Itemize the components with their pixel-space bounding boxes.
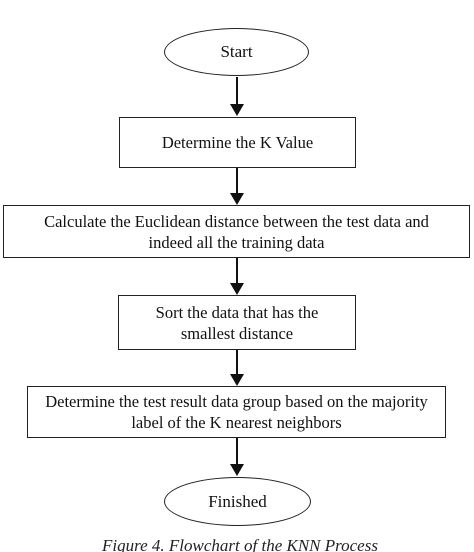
step-determine-k: Determine the K Value	[119, 117, 356, 168]
step2-label: Calculate the Euclidean distance between…	[44, 211, 429, 252]
step-sort-data: Sort the data that has the smallest dist…	[118, 295, 356, 350]
figure-caption: Figure 4. Flowchart of the KNN Process	[40, 537, 440, 552]
arrow-step4-to-end	[230, 438, 244, 476]
arrow-start-to-step1	[230, 77, 244, 116]
arrow-step3-to-step4	[230, 350, 244, 386]
step4-label: Determine the test result data group bas…	[45, 392, 428, 432]
start-terminal: Start	[164, 28, 309, 76]
step3-label: Sort the data that has the smallest dist…	[155, 302, 319, 343]
finished-label: Finished	[208, 491, 267, 511]
step1-label: Determine the K Value	[161, 133, 314, 152]
finished-terminal: Finished	[164, 477, 311, 526]
step-calculate-distance: Calculate the Euclidean distance between…	[3, 205, 470, 258]
start-label: Start	[220, 42, 253, 61]
step-determine-group: Determine the test result data group bas…	[27, 386, 446, 438]
top-cropped-text	[20, 0, 454, 6]
arrow-step1-to-step2	[230, 168, 244, 205]
arrow-step2-to-step3	[230, 258, 244, 295]
figure-caption-text: Figure 4. Flowchart of the KNN Process	[102, 537, 378, 552]
